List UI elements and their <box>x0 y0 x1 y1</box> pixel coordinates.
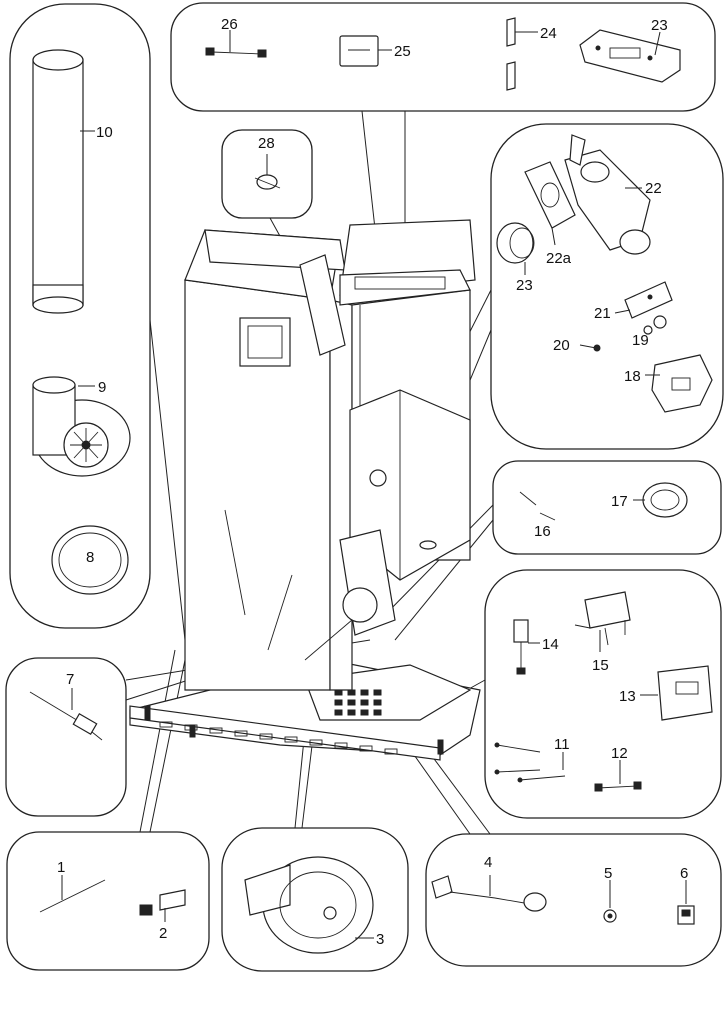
callout-15: 15 <box>592 657 609 674</box>
part-15-wiring-harness: 15 <box>574 591 631 674</box>
part-16-brackets: 16 <box>519 491 556 540</box>
part-21-bracket: 21 <box>594 281 673 322</box>
callout-6: 6 <box>680 865 688 882</box>
callout-9: 9 <box>98 379 106 396</box>
part-9-exhaust-blower: 9 <box>32 376 131 477</box>
part-2-bracket: 2 <box>139 889 186 942</box>
panel-feed-motor <box>490 123 724 450</box>
panel-left-exhaust <box>9 3 151 629</box>
panel-electronics <box>484 569 722 819</box>
panel-parts-4-5-6 <box>425 833 722 967</box>
part-6-clip: 6 <box>677 865 695 925</box>
part-22a-gasket: 22a <box>524 161 576 267</box>
callout-8: 8 <box>86 549 94 566</box>
part-24-control-board: 23 <box>579 17 681 83</box>
part-13-power-module: 13 <box>619 665 713 721</box>
panel-part-7 <box>5 657 127 817</box>
callout-27: 26 <box>221 16 238 33</box>
callout-22a: 22a <box>546 250 572 267</box>
callout-21: 21 <box>594 305 611 322</box>
part-8-gasket: 8 <box>51 525 129 595</box>
callout-2: 2 <box>159 925 167 942</box>
callout-19: 19 <box>632 332 649 349</box>
part-14-connector: 14 <box>513 619 559 675</box>
callout-28: 28 <box>258 135 275 152</box>
base-vent-slots <box>159 721 398 755</box>
part-4-power-cord: 4 <box>431 854 547 912</box>
callout-13: 13 <box>619 688 636 705</box>
callout-10: 10 <box>96 124 113 141</box>
callout-16: 16 <box>534 523 551 540</box>
part-17-sensor: 17 <box>611 482 688 518</box>
callout-14: 14 <box>542 636 559 653</box>
part-11-wire-set: 11 <box>494 736 570 783</box>
callout-3: 3 <box>376 931 384 948</box>
callout-23: 23 <box>516 277 533 294</box>
stove-body <box>129 219 481 761</box>
part-25-brackets: 24 <box>506 17 557 91</box>
part-28-fitting: 28 <box>254 135 281 190</box>
part-1-rod: 1 <box>39 859 106 913</box>
part-27-wire: 26 <box>205 16 267 58</box>
callout-24: 23 <box>651 17 668 34</box>
panel-parts-1-2 <box>6 831 210 971</box>
floor-grid <box>334 689 382 716</box>
callout-26: 25 <box>394 43 411 60</box>
callout-5: 5 <box>604 865 612 882</box>
panel-combustion-blower <box>221 827 409 972</box>
panel-part-28 <box>221 129 313 219</box>
callout-20: 20 <box>553 337 570 354</box>
part-5-fitting: 5 <box>603 865 617 923</box>
callout-1: 1 <box>57 859 65 876</box>
part-26-decal: 25 <box>339 35 411 67</box>
callout-12: 12 <box>611 745 628 762</box>
callout-4: 4 <box>484 854 492 871</box>
panel-parts-16-17 <box>492 460 722 555</box>
part-10-exhaust-pipe: 10 <box>32 49 113 314</box>
callout-11: 11 <box>554 736 570 753</box>
part-7-igniter: 7 <box>29 671 103 741</box>
callout-18: 18 <box>624 368 641 385</box>
part-22-feed-motor: 22 <box>564 134 662 255</box>
callout-22: 22 <box>645 180 662 197</box>
part-20-screw: 20 <box>553 337 601 354</box>
part-18-switch: 18 <box>624 354 713 413</box>
callout-17: 17 <box>611 493 628 510</box>
part-12-wire: 12 <box>594 745 642 792</box>
callout-25: 24 <box>540 25 557 42</box>
part-3-combustion-blower: 3 <box>244 856 384 954</box>
panel-top-controls <box>170 2 716 112</box>
part-19-bushing: 19 <box>632 315 667 349</box>
part-23-bushing: 23 <box>496 222 535 294</box>
callout-7: 7 <box>66 671 74 688</box>
